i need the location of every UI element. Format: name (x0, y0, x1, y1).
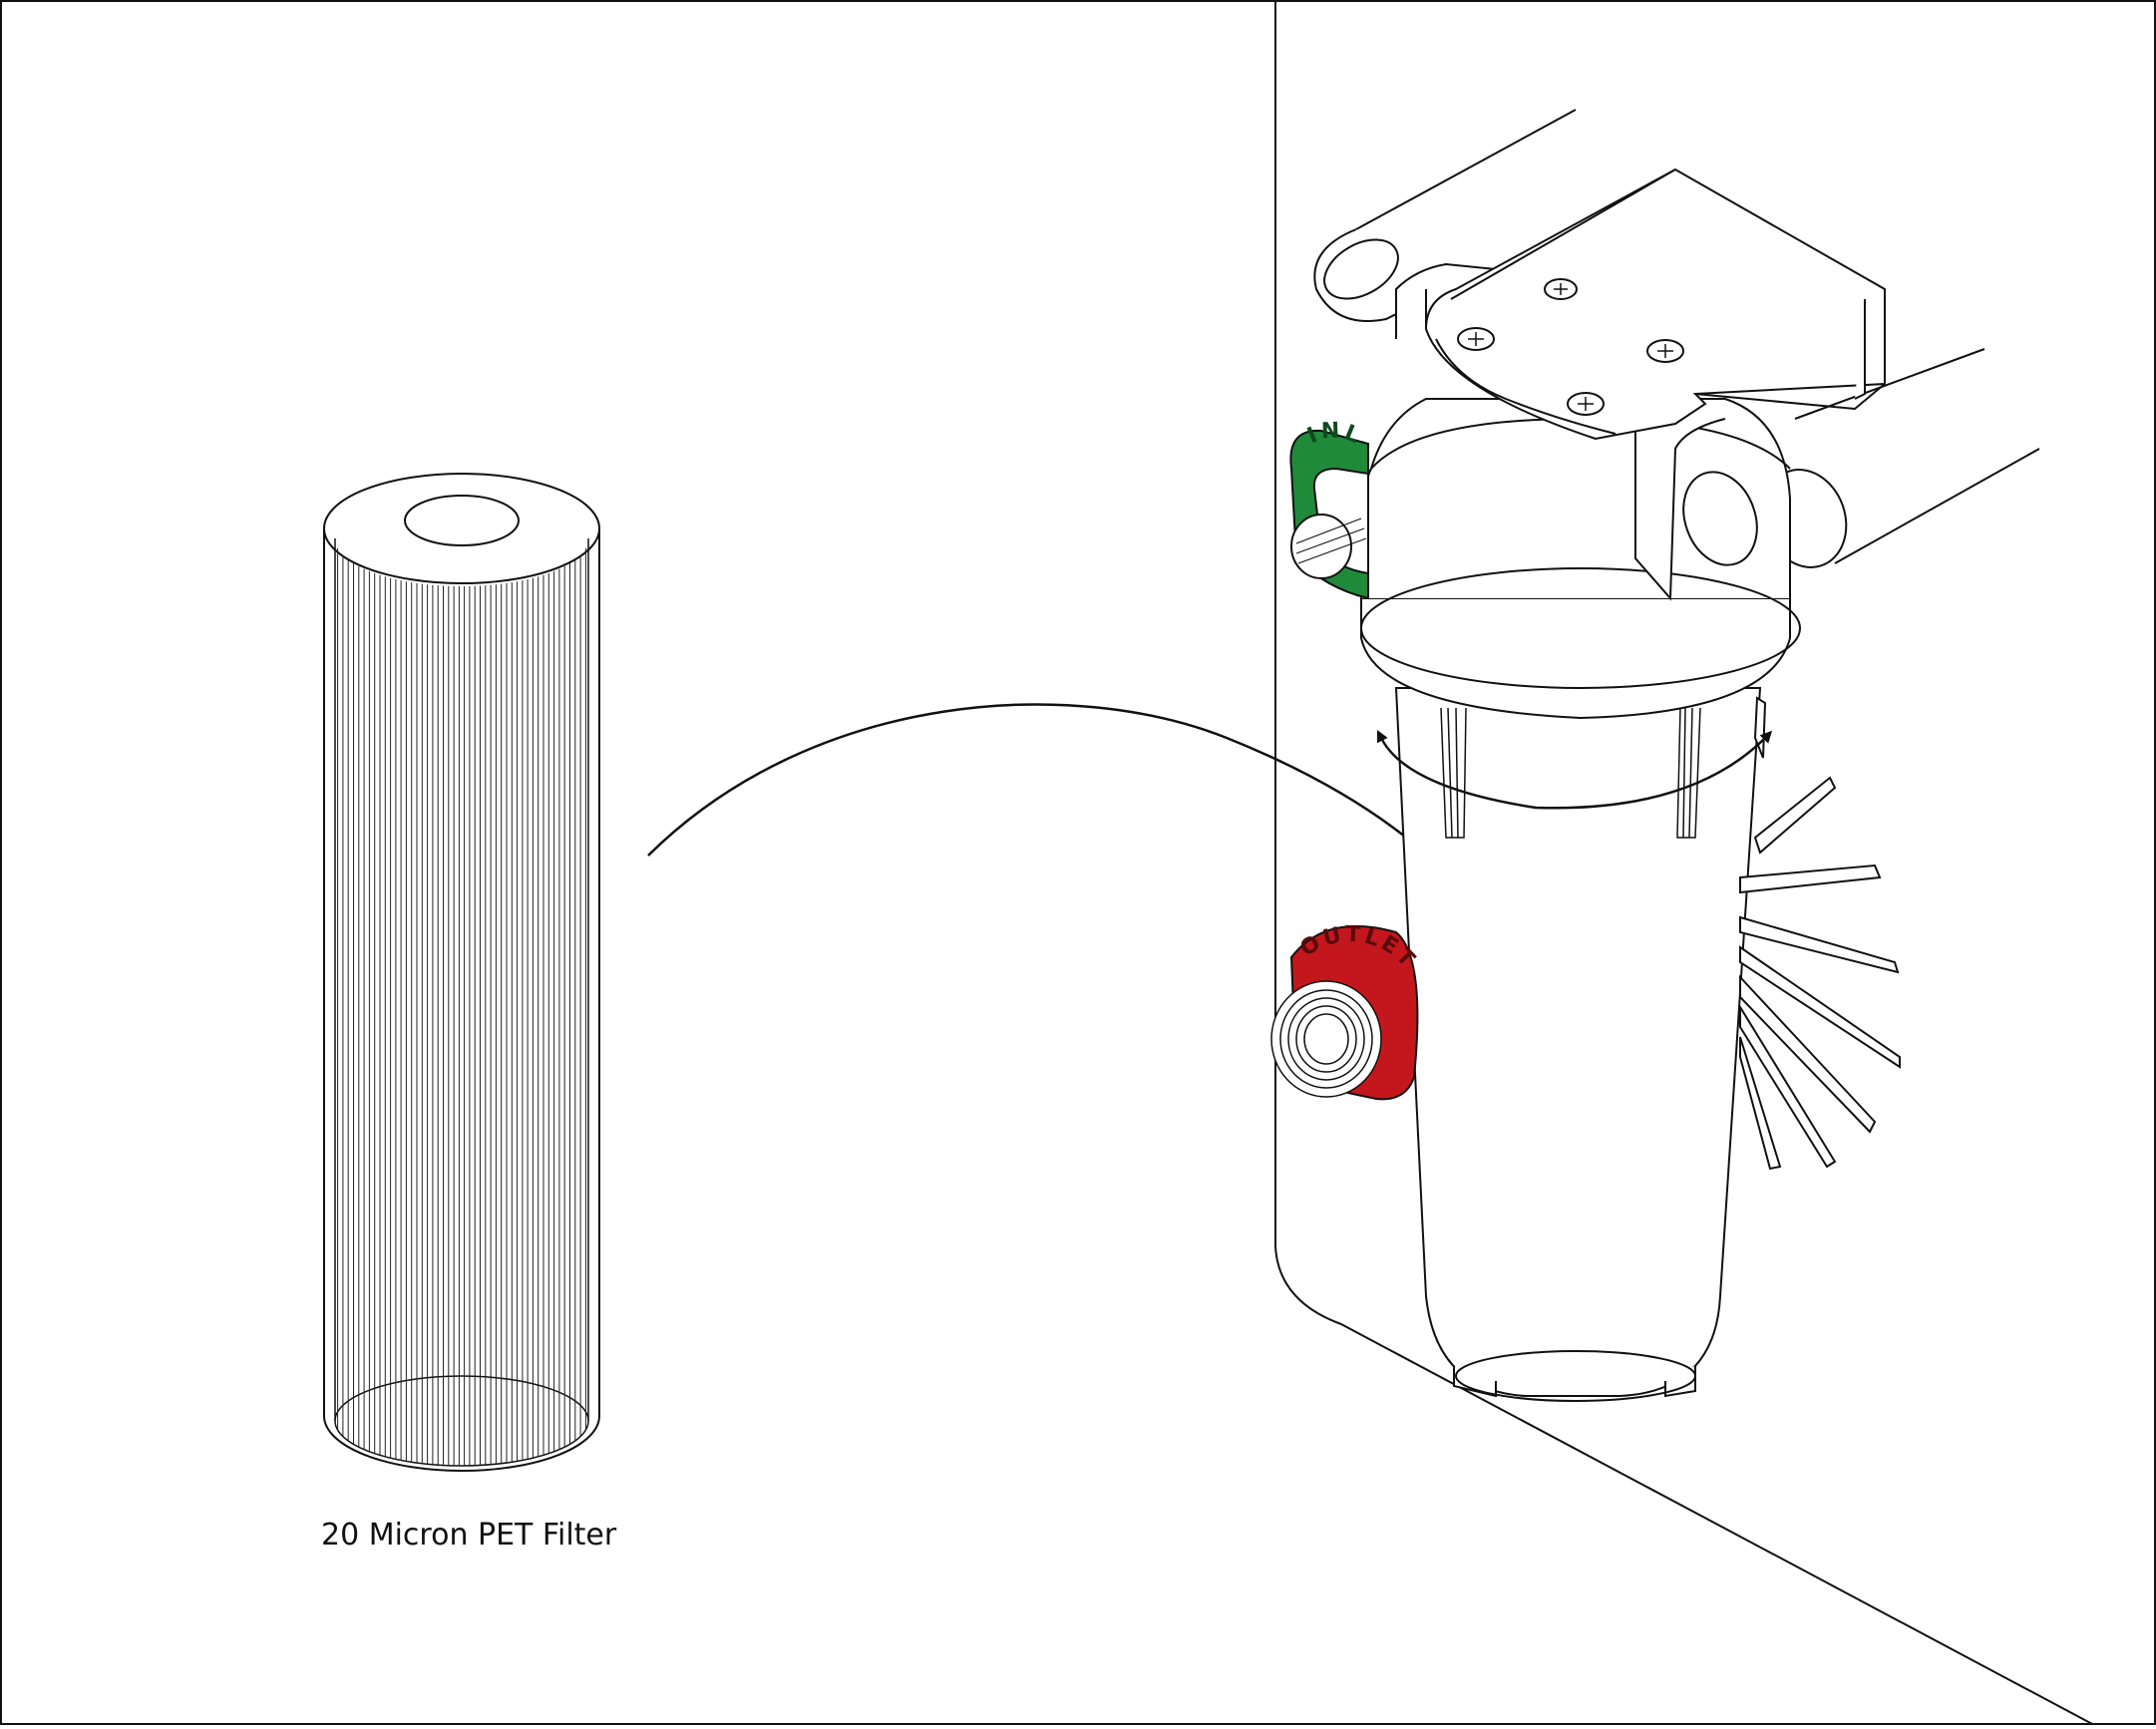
inlet-port: INL (1289, 419, 1369, 600)
housing-wrench (1739, 696, 1901, 1171)
screw-icon (1457, 327, 1495, 351)
outlet-port: OUTLET (1270, 922, 1419, 1101)
rotation-arrow-icon (1376, 729, 1773, 810)
screw-icon (1567, 392, 1605, 416)
filter-bowl (1394, 687, 1762, 1402)
filter-caption: 20 Micron PET Filter (321, 1518, 617, 1553)
screw-icon (1544, 278, 1578, 300)
mounting-bracket (1424, 168, 1886, 441)
screw-icon (1646, 339, 1684, 363)
filter-cartridge-icon (323, 473, 600, 1472)
